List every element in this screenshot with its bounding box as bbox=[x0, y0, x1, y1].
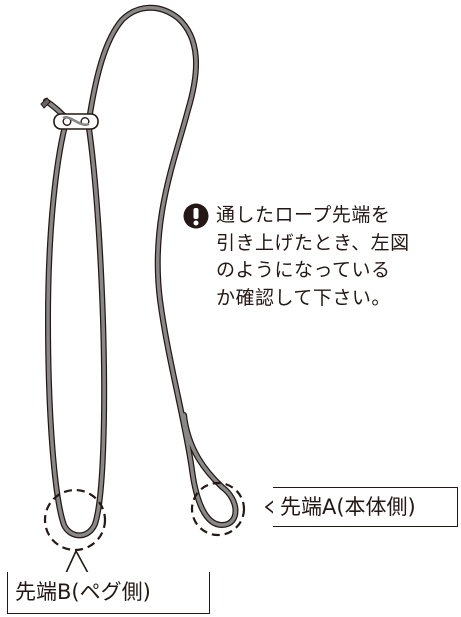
end-a-highlight-circle bbox=[190, 481, 246, 537]
exclamation-icon bbox=[183, 203, 209, 229]
end-b-pointer bbox=[65, 549, 89, 574]
note-line: 通したロープ先端を bbox=[216, 204, 391, 226]
note-text: 通したロープ先端を 引き上げたとき、左図 のようになっている か確認して下さい。 bbox=[216, 202, 446, 312]
note-line: 引き上げたとき、左図 bbox=[216, 231, 410, 254]
rope-main bbox=[86, 4, 239, 529]
note-line: のようになっている bbox=[216, 259, 391, 281]
end-b-highlight-circle bbox=[43, 488, 107, 552]
end-a-label: 先端A(本体側) bbox=[273, 487, 458, 527]
rope-loop bbox=[44, 119, 108, 539]
note-line: か確認して下さい。 bbox=[216, 286, 391, 309]
rope-adjuster bbox=[53, 113, 99, 130]
end-b-label: 先端B(ペグ側) bbox=[7, 572, 210, 614]
